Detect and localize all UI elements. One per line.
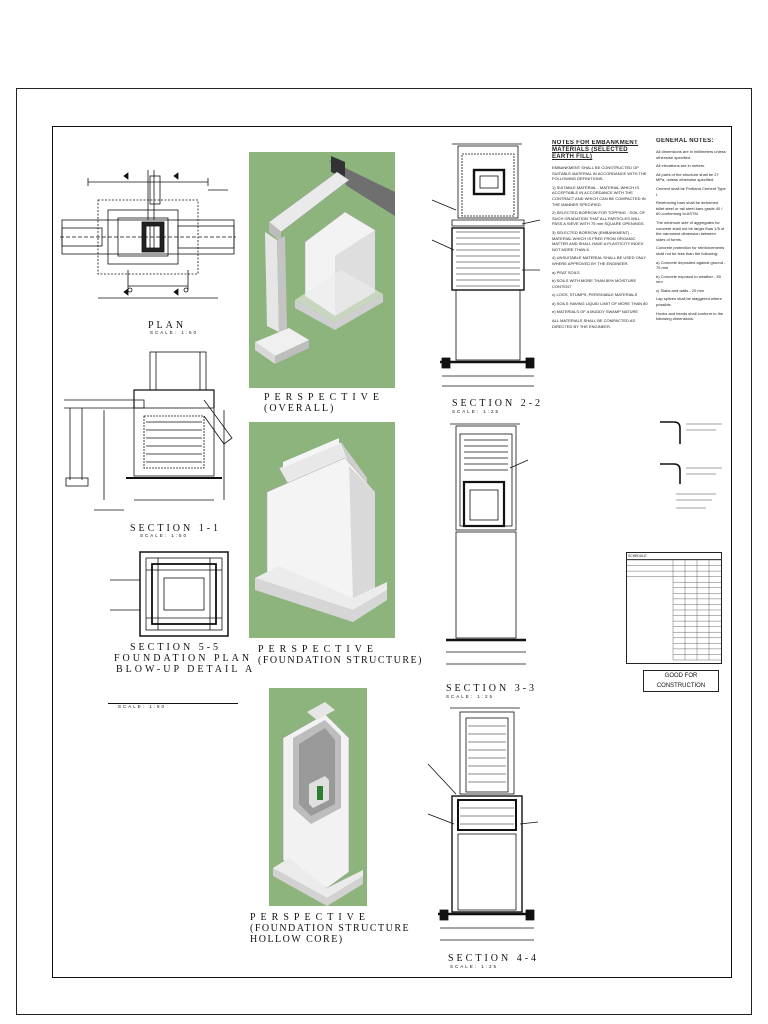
drawing-sheet [52, 126, 732, 978]
embankment-note: 2) SELECTED BORROW FOR TOPPING - SOIL OF… [552, 210, 646, 227]
perspective-foundation-image [249, 422, 395, 638]
general-note: Cement shall be Portland Cement Type I. [656, 185, 726, 197]
right-border-line [751, 88, 752, 1014]
general-notes: GENERAL NOTES: All dimensions are in mil… [656, 138, 726, 418]
embankment-note: e) MATERIALS OF A MUDDY SWAMP NATURE [552, 309, 639, 315]
embankment-note: 1) SUITABLE MATERIAL - MATERIAL WHICH IS… [552, 184, 646, 207]
section-4-4-scale: SCALE: 1:25 [450, 964, 499, 969]
general-note: Hooks and bends shall conform to the fol… [656, 310, 724, 322]
perspective-hollow-subtitle-2: HOLLOW CORE) [250, 934, 344, 945]
schedule-table: SCHEDULE [626, 552, 722, 664]
general-note: c) Slabs and walls - 20 mm [656, 287, 705, 293]
general-note: Reinforcing bars shall be deformed bille… [656, 200, 723, 217]
perspective-hollow-core-image [269, 688, 367, 906]
general-notes-heading: GENERAL NOTES: [656, 138, 714, 144]
section-5-5-drawing [110, 551, 229, 637]
section-3-3-title: SECTION 3-3 [446, 683, 538, 694]
general-note: All elevations are in meters. [656, 163, 706, 169]
section-5-5-scale: SCALE: 1:50 [118, 704, 167, 709]
blow-up-detail-title: BLOW-UP DETAIL A [116, 664, 256, 675]
stamp-text: GOOD FOR CONSTRUCTION [656, 673, 706, 689]
embankment-note: 4) UNSUITABLE MATERIAL SHALL BE USED ONL… [552, 255, 647, 266]
general-note: The minimum size of aggregates for concr… [656, 219, 725, 242]
general-note: All parts of the structure shall be 27 M… [656, 171, 719, 183]
perspective-overall-title: PERSPECTIVE [264, 392, 385, 403]
embankment-note: d) SOILS HAVING LIQUID LIMIT OF MORE THA… [552, 300, 648, 306]
section-2-2-title: SECTION 2-2 [452, 398, 544, 409]
embankment-note: c) LOGS, STUMPS, PERISHABLE MATERIALS [552, 292, 638, 298]
embankment-note: EMBANKMENT SHALL BE CONSTRUCTED OF SUITA… [552, 165, 647, 182]
section-3-3-scale: SCALE: 1:25 [446, 694, 495, 699]
hook-bend-details [660, 421, 722, 509]
foundation-plan-title: FOUNDATION PLAN [114, 653, 253, 664]
perspective-hollow-title: PERSPECTIVE [250, 912, 371, 923]
schedule-table-grid [627, 559, 721, 661]
embankment-note: ALL MATERIALS SHALL BE COMPACTED AS DIRE… [552, 318, 636, 329]
perspective-foundation-subtitle: (FOUNDATION STRUCTURE) [258, 655, 423, 666]
perspective-foundation-title: PERSPECTIVE [258, 644, 379, 655]
plan-title: PLAN [148, 320, 187, 331]
plan-scale: SCALE: 1:50 [150, 330, 199, 335]
section-2-2-drawing [431, 143, 541, 387]
general-note: a) Concrete deposited against ground - 7… [656, 259, 726, 271]
bottom-border-line [16, 1014, 752, 1015]
embankment-notes: NOTES FOR EMBANKMENT MATERIALS (SELECTED… [552, 140, 648, 406]
embankment-note: a) PEAT SOILS [552, 269, 580, 275]
good-for-construction-stamp: GOOD FOR CONSTRUCTION [643, 670, 719, 692]
section-2-2-scale: SCALE: 1:25 [452, 409, 501, 414]
perspective-overall-image [249, 152, 395, 388]
section-3-3-drawing [446, 423, 529, 665]
section-4-4-title: SECTION 4-4 [448, 953, 540, 964]
schedule-table-title: SCHEDULE [627, 553, 721, 560]
perspective-hollow-subtitle-1: (FOUNDATION STRUCTURE [250, 923, 411, 934]
section-1-1-drawing [64, 351, 233, 511]
perspective-overall-subtitle: (OVERALL) [264, 403, 336, 414]
section-1-1-scale: SCALE: 1:50 [140, 533, 189, 538]
embankment-notes-heading: NOTES FOR EMBANKMENT MATERIALS (SELECTED… [552, 140, 638, 160]
section-5-5-title: SECTION 5-5 [130, 642, 222, 653]
general-note: Concrete protection for reinforcements s… [656, 245, 725, 256]
detail-underline [108, 703, 238, 704]
general-note: b) Concrete exposed to weather - 50 mm [656, 273, 721, 285]
plan-drawing [60, 170, 236, 299]
top-border-line [16, 88, 752, 89]
section-1-1-title: SECTION 1-1 [130, 523, 222, 534]
embankment-note: b) SOILS WITH MORE THAN 80% MOISTURE CON… [552, 278, 637, 289]
embankment-note: 3) SELECTED BORROW (EMBANKMENT) - MATERI… [552, 229, 644, 252]
section-4-4-drawing [427, 707, 539, 941]
general-note: All dimensions are in millimeters unless… [656, 149, 726, 160]
left-border-line [16, 88, 17, 1014]
general-note: Lap splices shall be staggered where pos… [656, 296, 722, 308]
